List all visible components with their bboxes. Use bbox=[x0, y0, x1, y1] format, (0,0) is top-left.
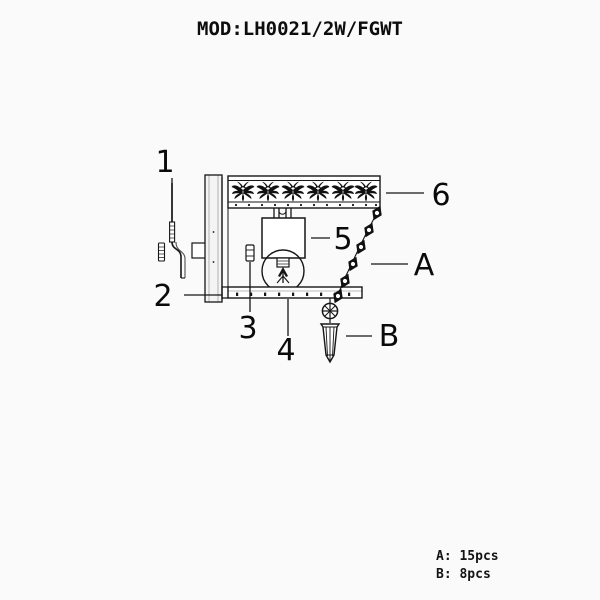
crystal-drop-pendant bbox=[319, 298, 341, 364]
small-screw bbox=[157, 242, 166, 262]
legend-row-b: B: 8pcs bbox=[436, 567, 491, 582]
callout-6: 6 bbox=[431, 178, 450, 213]
crystal-bead-chain bbox=[329, 203, 386, 306]
callout-5: 5 bbox=[333, 222, 352, 257]
leader-lines bbox=[171, 178, 424, 337]
parts-legend: A: 15pcs B: 8pcs bbox=[436, 548, 499, 584]
lamp-socket-housing bbox=[261, 208, 306, 259]
callout-4: 4 bbox=[276, 333, 295, 368]
callout-2: 2 bbox=[153, 279, 172, 314]
callout-1: 1 bbox=[155, 145, 174, 180]
legend-row-a: A: 15pcs bbox=[436, 549, 499, 564]
wall-mounting-plate bbox=[204, 174, 223, 303]
page-title: MOD:LH0021/2W/FGWT bbox=[197, 18, 403, 40]
crystal-bar-rail-dots bbox=[234, 203, 378, 207]
callout-A: A bbox=[414, 248, 435, 283]
callout-B: B bbox=[379, 319, 400, 354]
callout-3: 3 bbox=[238, 311, 257, 346]
switch-toggle bbox=[245, 244, 255, 262]
crystal-top-bar bbox=[227, 175, 381, 209]
